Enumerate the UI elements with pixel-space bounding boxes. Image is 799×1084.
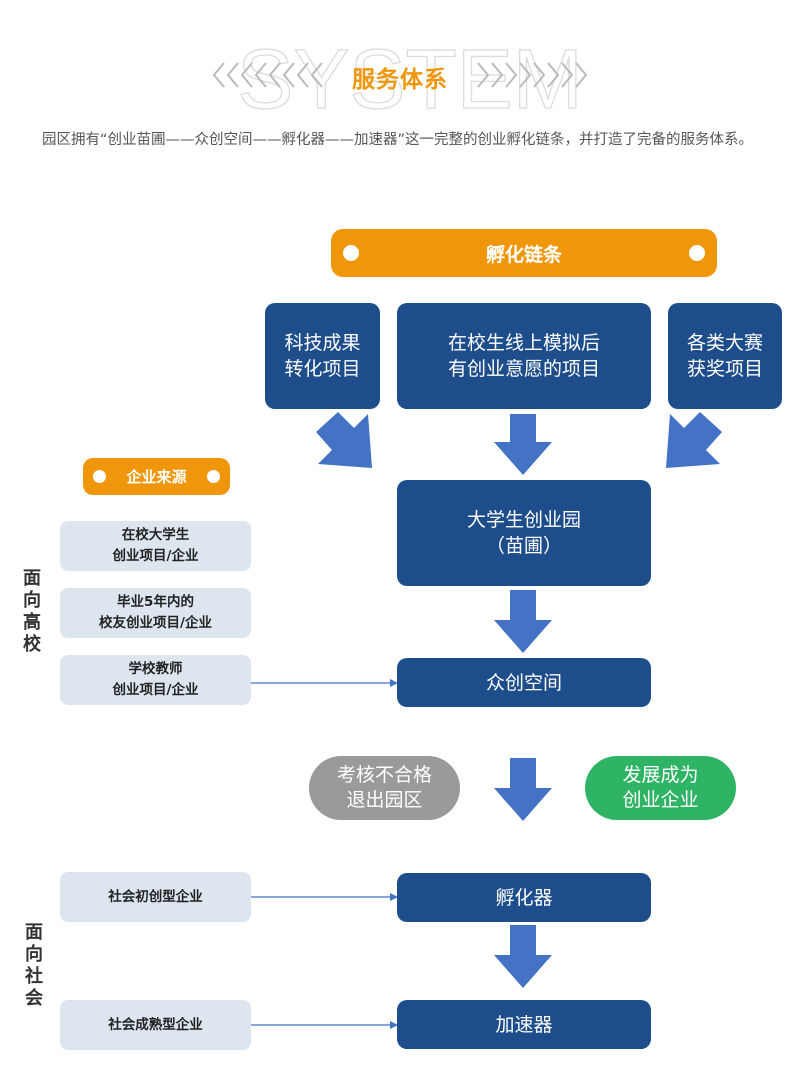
chevron-right-decoration-icon (477, 62, 588, 88)
source-tech-transfer: 科技成果 转化项目 (265, 303, 380, 409)
dot-icon (93, 470, 106, 483)
source-student-projects: 在校生线上模拟后 有创业意愿的项目 (397, 303, 651, 409)
nursery-box: 大学生创业园 （苗圃） (397, 480, 651, 586)
arrow-down-icon (494, 414, 552, 475)
outcome-fail: 考核不合格 退出园区 (309, 756, 460, 820)
page-title: 服务体系 (352, 67, 448, 93)
watermark: SYSTEM (237, 31, 584, 120)
arrow-down-left-icon (666, 412, 722, 468)
watermark-text: SYSTEM (237, 32, 582, 120)
arrow-down-icon (494, 925, 552, 988)
arrow-down-right-icon (316, 412, 372, 468)
chain-label-pill: 孵化链条 (331, 229, 717, 277)
chevron-left-decoration-icon (212, 62, 323, 88)
society-source-startup: 社会初创型企业 (60, 872, 251, 922)
maker-space-box: 众创空间 (397, 658, 651, 707)
dot-icon (207, 470, 220, 483)
university-source-teachers: 学校教师 创业项目/企业 (60, 655, 251, 705)
accelerator-box: 加速器 (397, 1000, 651, 1049)
dot-icon (689, 245, 705, 261)
society-source-mature: 社会成熟型企业 (60, 1000, 251, 1050)
dot-icon (343, 245, 359, 261)
enterprise-source-label: 企业来源 (126, 468, 187, 486)
university-source-alumni: 毕业5年内的 校友创业项目/企业 (60, 588, 251, 638)
outcome-success: 发展成为 创业企业 (585, 756, 736, 820)
arrow-down-icon (494, 758, 552, 821)
society-group-label: 面 向 社 会 (25, 922, 43, 1009)
chain-label: 孵化链条 (485, 243, 562, 266)
university-source-students: 在校大学生 创业项目/企业 (60, 521, 251, 571)
arrow-down-icon (494, 590, 552, 653)
source-competition-projects: 各类大赛 获奖项目 (668, 303, 782, 409)
enterprise-source-pill: 企业来源 (83, 458, 230, 495)
incubator-box: 孵化器 (397, 873, 651, 922)
university-group-label: 面 向 高 校 (23, 568, 41, 655)
intro-paragraph: 园区拥有“创业苗圃——众创空间——孵化器——加速器”这一完整的创业孵化链条，并打… (42, 132, 754, 148)
